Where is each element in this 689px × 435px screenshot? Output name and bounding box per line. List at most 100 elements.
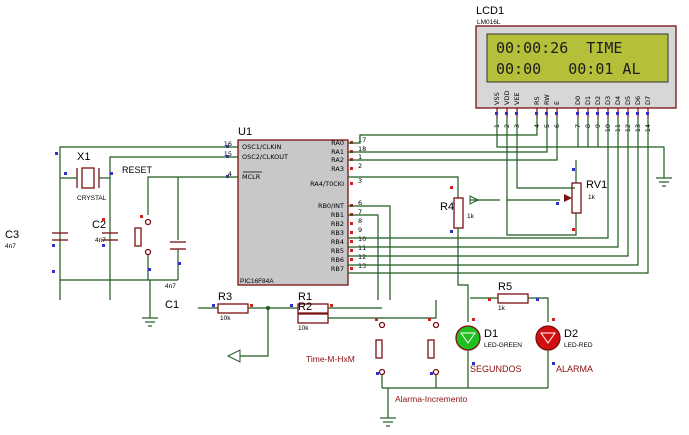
mcu-model: PIC16F84A bbox=[240, 278, 274, 285]
rv1-ref: RV1 bbox=[586, 179, 607, 191]
mcu-pin-name: RB7 bbox=[331, 265, 344, 273]
pin-dot bbox=[515, 112, 518, 115]
r5-ref: R5 bbox=[498, 281, 512, 293]
d1-label: SEGUNDOS bbox=[470, 364, 522, 374]
terminal-dot bbox=[428, 318, 431, 321]
oscillator: X1 CRYSTAL C3 4n7 C2 4n7 bbox=[5, 146, 238, 327]
mcu-pin-name: RA3 bbox=[331, 165, 344, 173]
lcd-pin-name: D5 bbox=[624, 96, 632, 105]
pin-dot bbox=[626, 112, 629, 115]
pin-dot bbox=[350, 267, 353, 270]
r3-body bbox=[217, 303, 249, 314]
vcc-arrow bbox=[226, 349, 241, 363]
time-button-label: Time-M-HxM bbox=[306, 354, 355, 364]
pin-dot bbox=[616, 112, 619, 115]
lcd-pin-name: D6 bbox=[634, 96, 642, 105]
mcu-pin-name: RA2 bbox=[331, 156, 344, 164]
reset-button[interactable] bbox=[134, 227, 142, 247]
reset-circuit: RESET C1 4n7 bbox=[122, 165, 238, 311]
lcd-pin-name: D0 bbox=[574, 96, 582, 105]
terminal-dot bbox=[375, 318, 378, 321]
terminal-dot bbox=[290, 304, 293, 307]
mcu-pin-name: RA1 bbox=[331, 148, 344, 156]
pin-dot bbox=[606, 112, 609, 115]
terminal-dot bbox=[572, 168, 575, 171]
pin-dot bbox=[646, 112, 649, 115]
lcd-screen bbox=[486, 33, 669, 83]
mcu-pin-name: OSC1/CLKIN bbox=[242, 143, 281, 151]
r5-value: 1k bbox=[498, 305, 506, 312]
lcd-wiring bbox=[348, 118, 672, 274]
mcu-pin-number: 8 bbox=[358, 217, 362, 225]
lcd-pin-name: VSS bbox=[493, 92, 501, 105]
terminal-dot bbox=[52, 270, 55, 273]
alarm-button[interactable] bbox=[427, 339, 435, 359]
mcu-pin-number: 15 bbox=[224, 150, 232, 158]
pin-dot bbox=[636, 112, 639, 115]
mcu-pin-name: RA4/T0CKI bbox=[310, 180, 344, 188]
pin-dot bbox=[350, 240, 353, 243]
terminal-dot bbox=[450, 230, 453, 233]
mcu-pin-number: 11 bbox=[358, 244, 366, 252]
c1-ref: C1 bbox=[165, 299, 179, 311]
r4-ref: R4 bbox=[440, 201, 454, 213]
mcu-pin-number: 9 bbox=[358, 226, 362, 234]
terminal-dot bbox=[102, 244, 105, 247]
r4-arrow bbox=[469, 195, 480, 205]
rv1-wiper bbox=[564, 194, 572, 202]
pin-dot bbox=[350, 231, 353, 234]
r3-ref: R3 bbox=[218, 291, 232, 303]
pin-dot bbox=[495, 112, 498, 115]
d2-label: ALARMA bbox=[556, 364, 593, 374]
mcu-pin-number: 1 bbox=[358, 153, 362, 161]
lcd-model: LM016L bbox=[477, 19, 501, 26]
mcu-ref: U1 bbox=[238, 126, 252, 138]
terminal-dot bbox=[472, 362, 475, 365]
c1-value: 4n7 bbox=[165, 283, 176, 290]
crystal-ref: X1 bbox=[77, 151, 90, 163]
pullup-resistors: R3 10k R1 R2 10k bbox=[198, 205, 437, 363]
terminal-dot bbox=[552, 318, 555, 321]
mcu-pin-number: 17 bbox=[358, 136, 366, 144]
terminal-dot bbox=[450, 186, 453, 189]
pin-dot bbox=[596, 112, 599, 115]
time-button[interactable] bbox=[375, 339, 383, 359]
terminal-dot bbox=[250, 304, 253, 307]
lcd-pin-name: RW bbox=[543, 94, 551, 105]
mcu-pin-name: RB6 bbox=[331, 256, 344, 264]
terminal-dot bbox=[536, 298, 539, 301]
lcd-module: 00:00:26 TIME 00:00 00:01 AL LCD1 LM016L… bbox=[475, 5, 677, 132]
terminal-dot bbox=[556, 202, 559, 205]
mcu-pin-number: 2 bbox=[358, 162, 362, 170]
lcd-pin-name: RS bbox=[533, 96, 541, 105]
pin-dot bbox=[545, 112, 548, 115]
c3-value: 4n7 bbox=[5, 243, 16, 250]
d2-model: LED-RED bbox=[564, 342, 593, 349]
r3-value: 10k bbox=[220, 315, 231, 322]
mcu-pin-number: 3 bbox=[358, 177, 362, 185]
potentiometer-rv1: RV1 1k bbox=[506, 160, 607, 236]
alarm-button-label: Alarma-Incremento bbox=[395, 394, 468, 404]
crystal-body bbox=[81, 167, 95, 189]
terminal-dot bbox=[552, 362, 555, 365]
terminal-dot bbox=[55, 152, 58, 155]
mcu-pin-name: MCLR bbox=[242, 173, 261, 181]
mcu-pin-number: 13 bbox=[358, 262, 366, 270]
lcd-pin-name: D4 bbox=[614, 96, 622, 105]
terminal-dot bbox=[330, 304, 333, 307]
d2-ref: D2 bbox=[564, 328, 578, 340]
r4-value: 1k bbox=[467, 213, 475, 220]
lcd-pin-name: D7 bbox=[644, 96, 652, 105]
mcu-pin-name: RB2 bbox=[331, 220, 344, 228]
led-red bbox=[535, 325, 561, 351]
lcd-pin-name: VEE bbox=[513, 92, 521, 105]
lcd-ref: LCD1 bbox=[476, 5, 504, 17]
pin-terminals bbox=[52, 152, 575, 375]
r1-ref: R1 bbox=[298, 291, 312, 303]
resistor-r4: R4 1k bbox=[348, 176, 500, 236]
terminal-dot bbox=[178, 262, 181, 265]
mcu-pin-number: 7 bbox=[358, 208, 362, 216]
pin-dot bbox=[505, 112, 508, 115]
mcu-pin-number: 18 bbox=[358, 145, 366, 153]
